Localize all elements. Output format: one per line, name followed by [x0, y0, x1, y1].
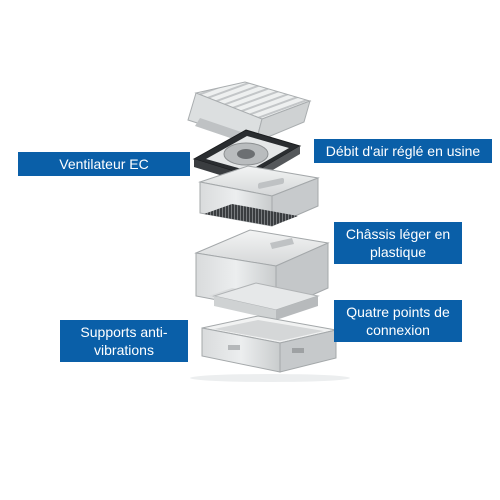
- connection-point: [292, 348, 304, 353]
- callout-connection-points: Quatre points de connexion: [334, 300, 462, 342]
- filter-chassis: [198, 165, 320, 227]
- callout-anti-vibration-mounts: Supports anti-vibrations: [60, 320, 188, 362]
- callout-plastic-chassis: Châssis léger en plastique: [334, 222, 462, 264]
- callout-ec-fan: Ventilateur EC: [18, 152, 190, 176]
- base-tray: [190, 315, 350, 382]
- connection-point: [228, 345, 240, 350]
- louvered-grille-cover: [187, 81, 312, 143]
- connector-section: [212, 282, 320, 320]
- callout-airflow: Débit d'air réglé en usine: [314, 139, 492, 163]
